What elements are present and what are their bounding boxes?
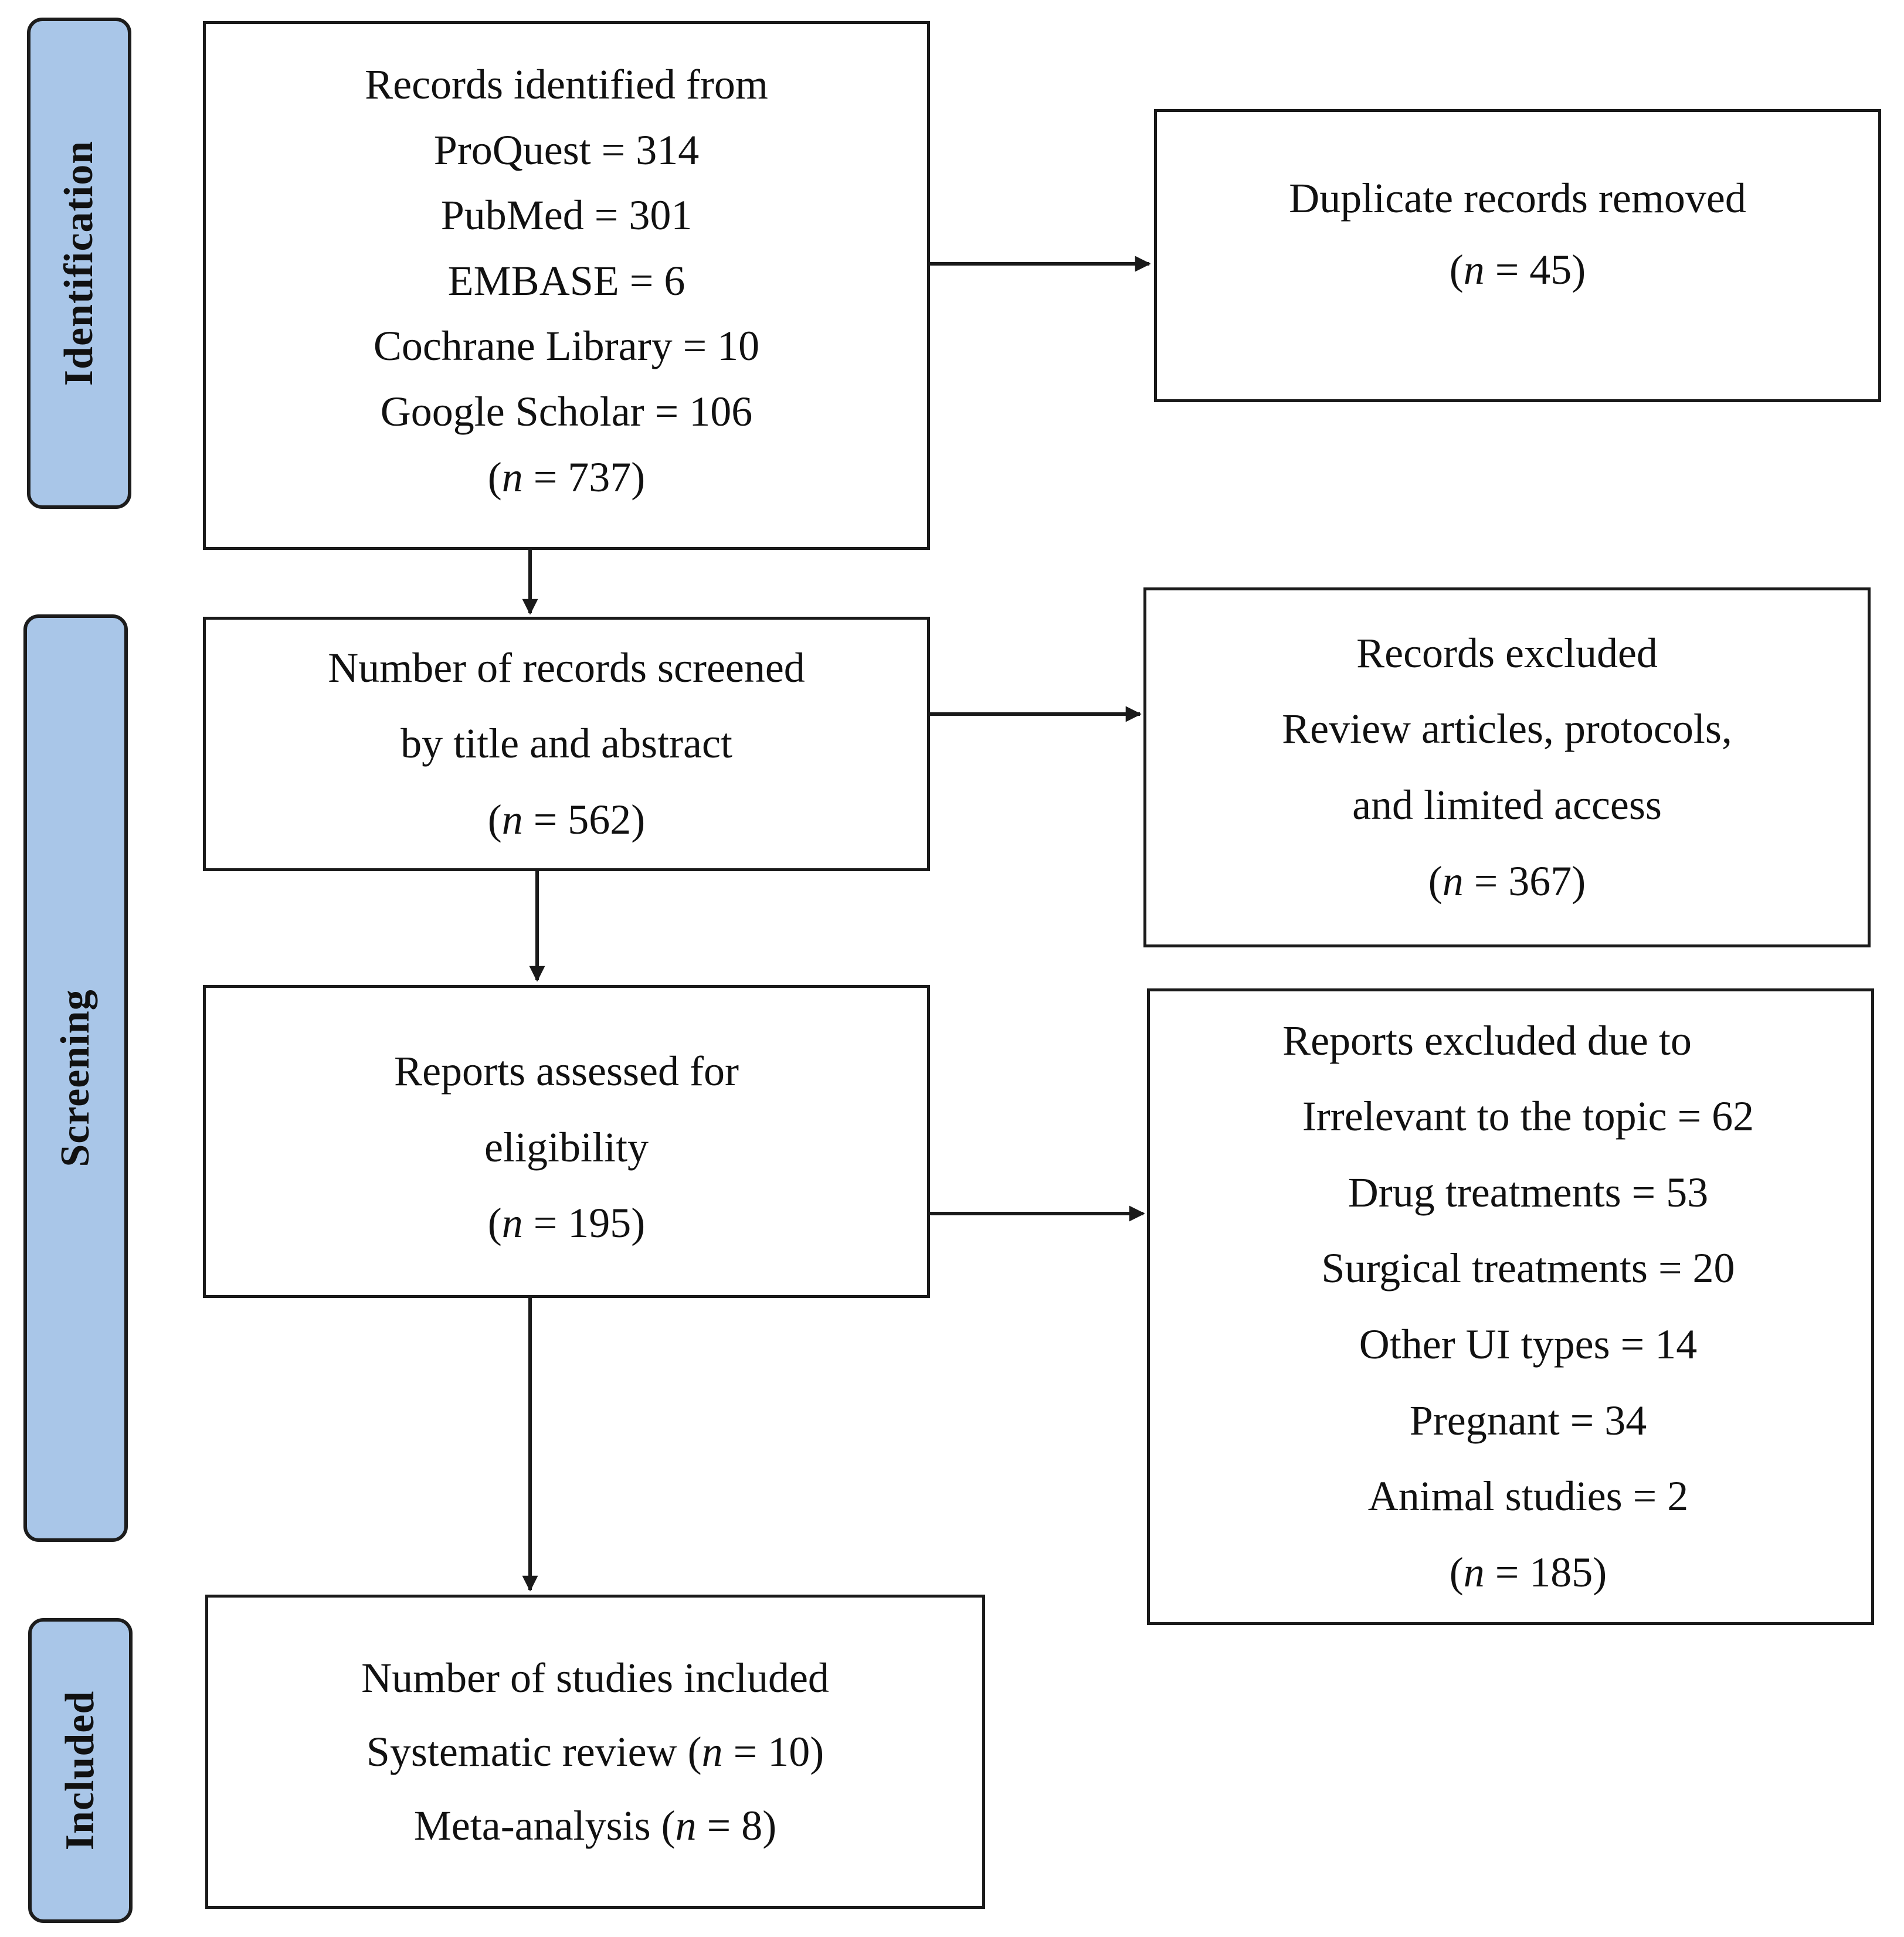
studies-included-box: Number of studies included Systematic re…: [205, 1595, 985, 1909]
source-google-scholar: Google Scholar = 106: [380, 388, 753, 435]
reports-excluded-pregnant: Pregnant = 34: [1409, 1396, 1647, 1444]
reports-assessed-box: Reports assessed for eligibility (n = 19…: [203, 985, 930, 1298]
reports-excluded-animal: Animal studies = 2: [1367, 1473, 1689, 1520]
studies-included-heading: Number of studies included: [361, 1654, 829, 1701]
records-screened-subheading: by title and abstract: [401, 720, 732, 767]
records-screened-count: (n = 562): [487, 796, 646, 843]
studies-included-meta-analysis: Meta-analysis (n = 8): [413, 1802, 777, 1849]
records-screened-box: Number of records screened by title and …: [203, 617, 930, 871]
phase-identification: Identification: [27, 18, 131, 509]
reports-assessed-count: (n = 195): [487, 1199, 646, 1247]
records-excluded-reason-1: Review articles, protocols,: [1282, 705, 1732, 753]
records-excluded-count: (n = 367): [1428, 857, 1586, 905]
reports-excluded-surgical: Surgical treatments = 20: [1321, 1245, 1735, 1292]
phase-included-label: Included: [57, 1690, 103, 1851]
records-excluded-box: Records excluded Review articles, protoc…: [1143, 587, 1871, 947]
reports-assessed-heading: Reports assessed for: [394, 1048, 739, 1095]
records-identified-box: Records identified from ProQuest = 314 P…: [203, 21, 930, 550]
phase-included: Included: [28, 1618, 133, 1923]
source-embase: EMBASE = 6: [447, 257, 685, 304]
records-excluded-reason-2: and limited access: [1352, 781, 1662, 828]
source-proquest: ProQuest = 314: [433, 126, 700, 174]
phase-screening-label: Screening: [53, 989, 98, 1167]
source-cochrane: Cochrane Library = 10: [373, 322, 760, 370]
duplicates-removed-heading: Duplicate records removed: [1289, 175, 1746, 222]
records-screened-heading: Number of records screened: [328, 644, 805, 691]
reports-excluded-irrelevant: Irrelevant to the topic = 62: [1302, 1093, 1754, 1140]
reports-assessed-subheading: eligibility: [484, 1123, 649, 1171]
reports-excluded-other-ui: Other UI types = 14: [1359, 1321, 1698, 1368]
source-pubmed: PubMed = 301: [440, 192, 693, 239]
records-excluded-heading: Records excluded: [1356, 629, 1658, 677]
studies-included-systematic-review: Systematic review (n = 10): [366, 1728, 824, 1775]
reports-excluded-drug: Drug treatments = 53: [1348, 1168, 1709, 1216]
reports-excluded-heading: Reports excluded due to: [1282, 1017, 1692, 1064]
reports-excluded-box: Reports excluded due to Irrelevant to th…: [1147, 988, 1874, 1625]
reports-excluded-count: (n = 185): [1449, 1548, 1607, 1596]
duplicates-removed-count: (n = 45): [1449, 246, 1586, 293]
records-identified-heading: Records identified from: [365, 61, 768, 108]
phase-screening: Screening: [23, 614, 128, 1542]
records-identified-count: (n = 737): [487, 453, 646, 501]
phase-identification-label: Identification: [56, 140, 101, 386]
duplicates-removed-box: Duplicate records removed (n = 45): [1154, 109, 1881, 402]
